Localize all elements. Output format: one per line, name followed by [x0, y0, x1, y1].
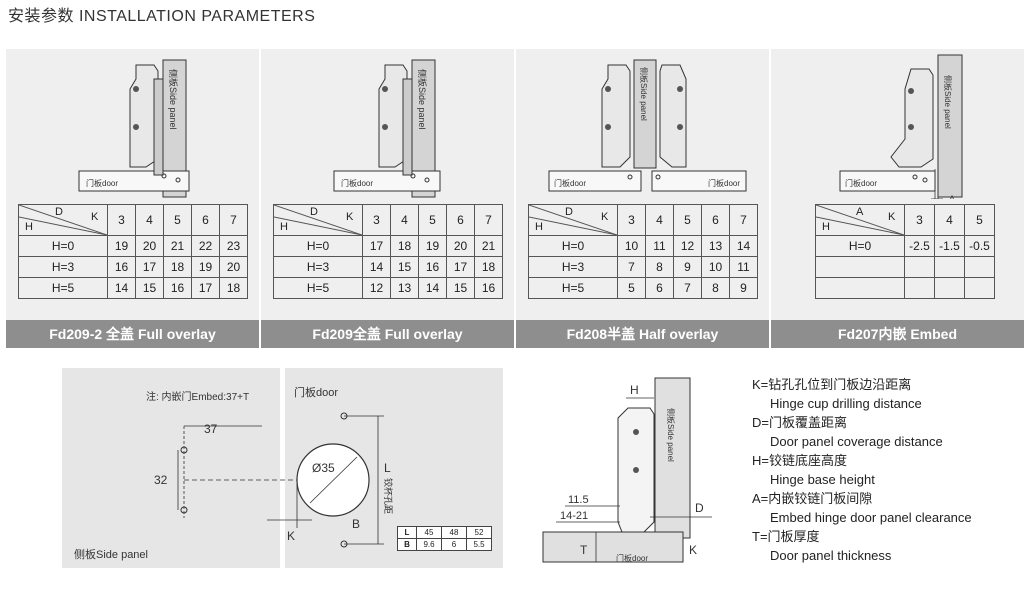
table-row: B 9.6 6 5.5	[397, 538, 492, 551]
col-header: 7	[729, 204, 758, 236]
dim-K: K	[689, 543, 697, 557]
col-header: 6	[191, 204, 220, 236]
col-header: 5	[163, 204, 192, 236]
hinge-diagram-1: 侧板Side panel 门板door	[78, 59, 190, 198]
door-label: 门板door	[341, 178, 373, 188]
side-panel-label: 侧板Side panel	[168, 69, 179, 130]
table-row	[815, 277, 995, 299]
col-header: 7	[219, 204, 248, 236]
door-label: 门板door	[845, 178, 877, 188]
panel-label-4: Fd207内嵌 Embed	[771, 320, 1024, 348]
dim-A-label: A	[949, 194, 955, 199]
col-header: 3	[617, 204, 646, 236]
door-label: 门板door	[86, 178, 118, 188]
side-panel-drilling-box	[62, 368, 280, 568]
legend-item-A: A=内嵌铰链门板间隙 Embed hinge door panel cleara…	[752, 491, 972, 525]
dim-D: D	[695, 501, 704, 515]
door-label: 门板door	[708, 178, 740, 188]
panel-label-1: Fd209-2 全盖 Full overlay	[6, 320, 259, 348]
side-panel-label: 侧板Side panel	[639, 67, 649, 121]
dim-37: 37	[204, 422, 218, 436]
hinge-diagram-4: 侧板Side panel 门板door A	[839, 54, 963, 199]
L-B-mini-table: L 45 48 52 B 9.6 6 5.5	[397, 526, 492, 551]
col-header: 3	[107, 204, 136, 236]
legend-item-K: K=钻孔孔位到门板边沿距离 Hinge cup drilling distanc…	[752, 377, 922, 411]
col-header: 5	[418, 204, 447, 236]
col-header: 3	[904, 204, 935, 236]
dim-K: K	[287, 529, 295, 543]
legend-item-D: D=门板覆盖距离 Door panel coverage distance	[752, 415, 943, 449]
col-header: 7	[474, 204, 503, 236]
col-header: 6	[446, 204, 475, 236]
col-header: 5	[964, 204, 995, 236]
panel-full-overlay-209: 侧板Side panel 门板door D K H 3 4 5 6 7 H=0 …	[261, 49, 514, 320]
param-table-4: A K H 3 4 5 H=0 -2.5-1.5-0.5	[815, 204, 995, 299]
col-header: 5	[673, 204, 702, 236]
door-label: 门板door	[616, 553, 648, 563]
table-row	[815, 256, 995, 278]
legend-item-T: T=门板厚度 Door panel thickness	[752, 529, 892, 563]
col-header: 4	[135, 204, 164, 236]
side-panel-label: 侧板Side panel	[417, 69, 428, 130]
side-panel-label: 侧板Side panel	[74, 547, 148, 561]
dim-H: H	[630, 383, 639, 397]
hinge-diagram-2: 侧板Side panel 门板door	[333, 59, 441, 198]
side-panel-label: 侧板Side panel	[666, 408, 676, 462]
drilling-diagram: 注: 内嵌门Embed:37+T 侧板Side panel 门板door 37 …	[74, 385, 394, 561]
dim-32: 32	[154, 473, 168, 487]
panel-full-overlay-209-2: 侧板Side panel 门板door D K H 3 4 5 6 7 H=0 …	[6, 49, 259, 320]
door-panel-label: 门板door	[294, 385, 338, 399]
col-header: 3	[362, 204, 391, 236]
door-label: 门板door	[554, 178, 586, 188]
panel-half-overlay-208: 侧板Side panel 门板door 门板door D K H 3 4 5 6…	[516, 49, 769, 320]
panel-label-2: Fd209全盖 Full overlay	[261, 320, 514, 348]
header-diagonal-cell: D K H	[528, 204, 618, 236]
panel-label-3: Fd208半盖 Half overlay	[516, 320, 769, 348]
side-view-diagram: 侧板Side panel 门板door H D K T 11.5 14-21	[542, 377, 712, 563]
dim-11-5: 11.5	[568, 494, 589, 506]
dim-L: L	[384, 461, 391, 475]
table-row: L 45 48 52	[397, 526, 492, 539]
header-diagonal-cell: D K H	[18, 204, 108, 236]
side-panel-label: 侧板Side panel	[943, 75, 953, 129]
col-header: 4	[645, 204, 674, 236]
col-header: 4	[390, 204, 419, 236]
panel-embed-207: 侧板Side panel 门板door A A K H 3 4 5 H=0 -2…	[771, 49, 1024, 320]
dim-14-21: 14-21	[560, 510, 588, 522]
dim-L-cn: 铰杯孔距	[383, 478, 394, 514]
header-diagonal-cell: A K H	[815, 204, 905, 236]
col-header: 6	[701, 204, 730, 236]
dim-35: Ø35	[312, 461, 335, 475]
page-title: 安装参数 INSTALLATION PARAMETERS	[8, 8, 316, 25]
dim-B: B	[352, 517, 360, 531]
dim-T: T	[580, 543, 588, 557]
header-diagonal-cell: D K H	[273, 204, 363, 236]
legend: K=钻孔孔位到门板边沿距离 Hinge cup drilling distanc…	[752, 375, 972, 565]
legend-item-H: H=铰链底座高度 Hinge base height	[752, 453, 875, 487]
embed-note: 注: 内嵌门Embed:37+T	[146, 390, 249, 403]
col-header: 4	[934, 204, 965, 236]
hinge-diagram-3: 侧板Side panel 门板door 门板door	[548, 59, 747, 192]
table-row: H=0 -2.5-1.5-0.5	[815, 235, 995, 257]
